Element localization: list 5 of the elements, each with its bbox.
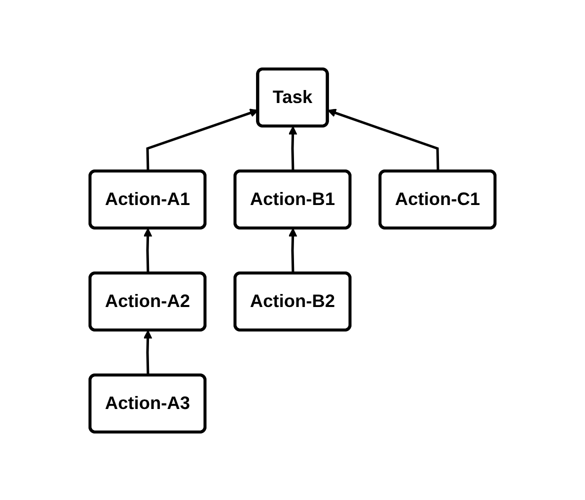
arrow — [143, 330, 152, 376]
arrow — [327, 108, 440, 172]
arrow — [288, 126, 298, 172]
arrow — [143, 228, 152, 274]
arrow — [288, 228, 298, 274]
